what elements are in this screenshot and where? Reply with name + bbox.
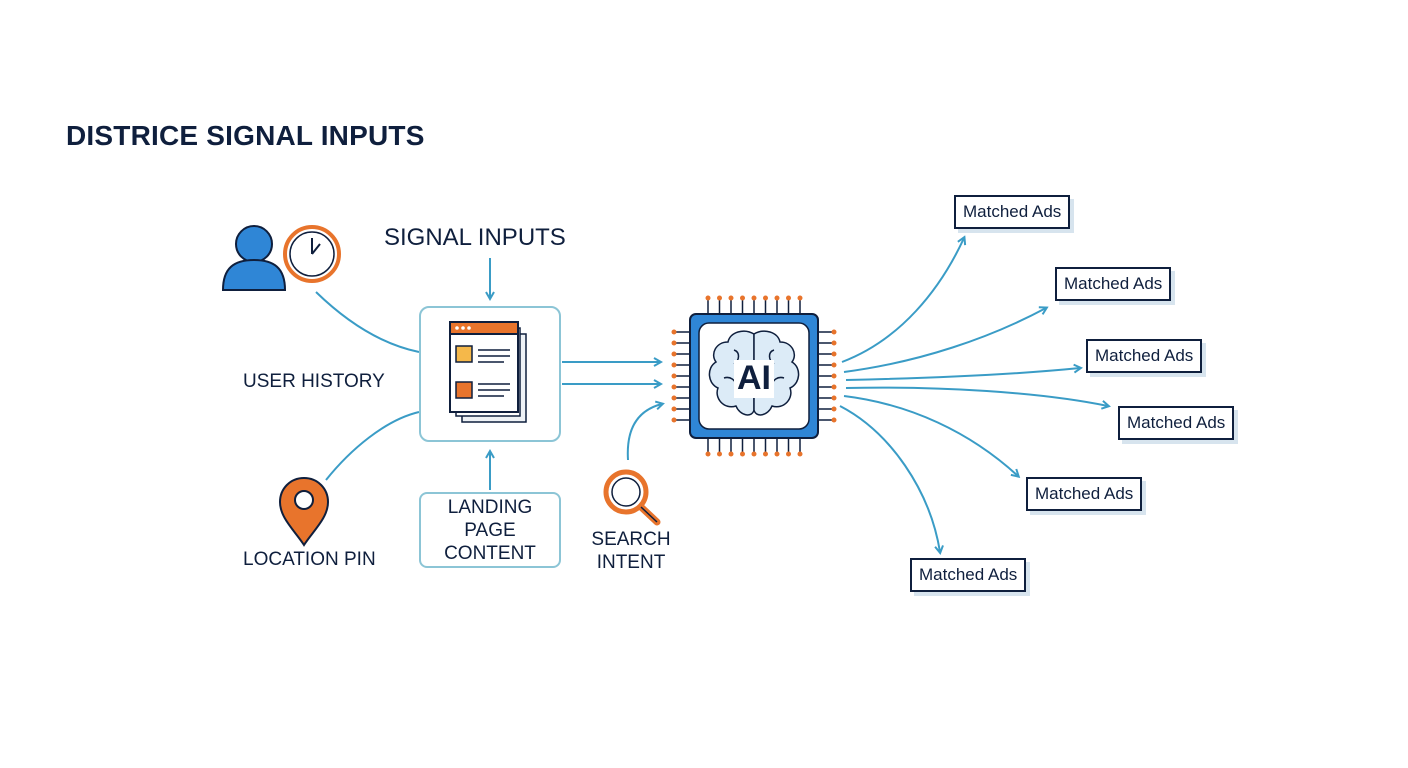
chip-pin-dot xyxy=(831,351,837,357)
chip-pin-dot xyxy=(751,451,757,457)
ai-label: AI xyxy=(737,359,771,397)
chip-pin-dot xyxy=(831,362,837,368)
chip-pin-dot xyxy=(671,406,677,412)
chip-pin-dot xyxy=(763,451,768,457)
chip-pin-dot xyxy=(705,295,711,301)
matched-ads-box-1: Matched Ads xyxy=(954,195,1071,229)
chip-pin-dot xyxy=(671,362,677,368)
clock-icon xyxy=(283,225,341,283)
chip-pin-dot xyxy=(728,295,734,301)
connector-location xyxy=(325,411,420,481)
signal-inputs-label: SIGNAL INPUTS xyxy=(384,224,566,251)
chip-pin-dot xyxy=(786,295,791,301)
chip-pin-dot xyxy=(831,373,837,379)
chip-pin-dot xyxy=(671,329,677,335)
chip-pin-dot xyxy=(740,451,745,457)
chip-pin-dot xyxy=(831,417,837,423)
chip-pin-dot xyxy=(831,340,837,346)
arrow-search-to-ai xyxy=(626,404,662,461)
chip-pin-dot xyxy=(671,351,677,357)
matched-ads-box-4: Matched Ads xyxy=(1118,406,1235,440)
user-history-label: USER HISTORY xyxy=(243,371,385,392)
matched-ads-box-5: Matched Ads xyxy=(1026,477,1143,511)
search-intent-line-1: SEARCH xyxy=(591,529,671,550)
chip-pin-dot xyxy=(831,406,837,412)
search-icon xyxy=(603,469,661,526)
arrow-out-6 xyxy=(839,405,940,552)
search-intent-label: SEARCH INTENT xyxy=(590,528,672,574)
chip-pin-dot xyxy=(786,451,791,457)
document-icon xyxy=(449,321,527,423)
arrow-out-5 xyxy=(843,395,1018,476)
location-pin-label: LOCATION PIN xyxy=(243,549,376,570)
page-title: DISTRICE SIGNAL INPUTS xyxy=(66,120,425,151)
chip-pin-dot xyxy=(671,373,677,379)
arrow-out-3 xyxy=(845,368,1080,381)
user-icon xyxy=(221,225,287,291)
matched-ads-box-3: Matched Ads xyxy=(1086,339,1203,373)
chip-pin-dot xyxy=(705,451,711,457)
landing-page-line-1: LANDING PAGE xyxy=(447,496,533,541)
chip-pin-dot xyxy=(671,384,677,390)
chip-pin-dot xyxy=(831,395,837,401)
chip-pin-dot xyxy=(774,295,780,301)
chip-pin-dot xyxy=(763,295,768,301)
landing-page-line-2: CONTENT xyxy=(444,542,536,564)
landing-page-card xyxy=(419,306,561,442)
landing-page-content-box: LANDING PAGE CONTENT xyxy=(419,492,561,568)
connector-user-history xyxy=(315,291,420,353)
arrow-out-2 xyxy=(843,308,1046,373)
arrow-out-4 xyxy=(845,386,1108,406)
arrow-out-1 xyxy=(841,238,964,363)
chip-pin-dot xyxy=(671,340,677,346)
chip-pin-dot xyxy=(671,417,677,423)
chip-pin-dot xyxy=(728,451,734,457)
search-intent-line-2: INTENT xyxy=(596,552,666,573)
chip-pin-dot xyxy=(717,451,722,457)
chip-pin-dot xyxy=(774,451,780,457)
location-pin-icon xyxy=(278,476,330,547)
matched-ads-box-6: Matched Ads xyxy=(910,558,1027,592)
chip-pin-dot xyxy=(797,451,803,457)
chip-pin-dot xyxy=(740,295,745,301)
chip-pin-dot xyxy=(797,295,803,301)
chip-pin-dot xyxy=(831,329,837,335)
ai-chip-icon xyxy=(671,295,837,457)
chip-pin-dot xyxy=(831,384,837,390)
chip-pin-dot xyxy=(717,295,722,301)
chip-pin-dot xyxy=(751,295,757,301)
chip-pin-dot xyxy=(671,395,677,401)
matched-ads-box-2: Matched Ads xyxy=(1055,267,1172,301)
